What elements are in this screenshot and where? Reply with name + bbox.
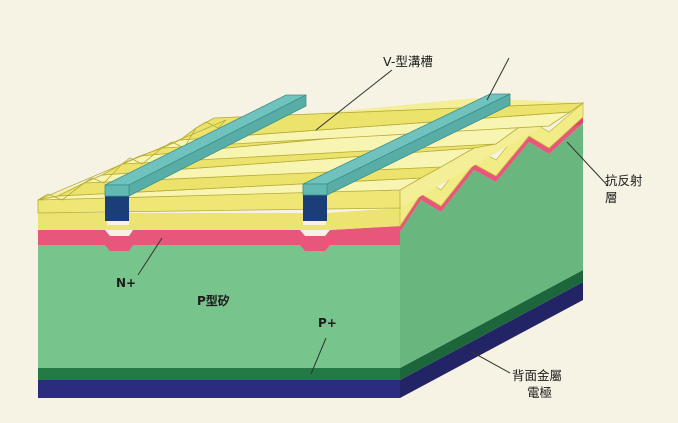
label-v-groove: V-型溝槽: [383, 54, 433, 69]
leader-v-groove-1: [315, 69, 393, 131]
p-silicon-side: [400, 123, 583, 368]
label-antireflection-2: 層: [605, 190, 618, 205]
leader-n-plus: [137, 237, 163, 276]
metal-finger-2-front: [302, 183, 328, 196]
leader-antireflection: [566, 141, 609, 187]
front-sawtooth: [37, 119, 227, 201]
antireflection-layer-front: [38, 226, 400, 251]
antireflection-layer-side: [400, 117, 583, 232]
p-plus-layer-front: [38, 368, 400, 380]
p-plus-layer-side: [400, 270, 583, 380]
metal-finger-1-front: [104, 184, 130, 197]
leader-p-plus: [310, 337, 327, 375]
label-n-plus: N+: [116, 276, 136, 290]
back-metal-front: [38, 380, 400, 398]
p-silicon-front: [38, 245, 400, 368]
label-p-silicon: P型矽: [197, 293, 230, 308]
back-metal-side: [400, 282, 583, 398]
label-antireflection-1: 抗反射: [605, 173, 643, 188]
label-back-metal-1: 背面金屬: [512, 368, 562, 383]
label-back-metal-2: 電極: [527, 385, 552, 400]
leader-v-groove-2: [486, 57, 510, 101]
yellow-layer-front: [38, 208, 400, 230]
leader-back-metal: [471, 351, 511, 374]
label-p-plus: P+: [318, 316, 337, 330]
